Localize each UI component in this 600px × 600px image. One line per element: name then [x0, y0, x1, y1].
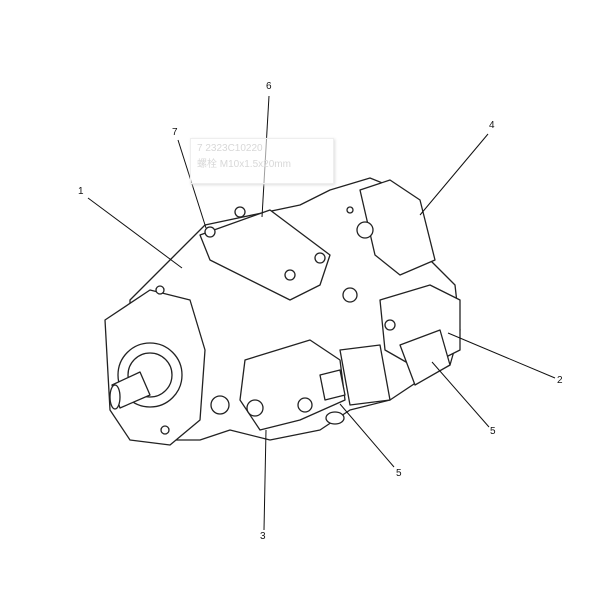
- callout-7[interactable]: 7: [172, 127, 178, 138]
- callout-5a[interactable]: 5: [490, 426, 496, 437]
- callout-5b[interactable]: 5: [396, 468, 402, 479]
- callout-6[interactable]: 6: [266, 81, 272, 92]
- callout-4[interactable]: 4: [489, 120, 495, 131]
- callout-1[interactable]: 1: [78, 186, 84, 197]
- tooltip-part-number: 7 2323C10220: [197, 143, 263, 154]
- callout-3[interactable]: 3: [260, 531, 266, 542]
- callout-2[interactable]: 2: [557, 375, 563, 386]
- tooltip-part-desc: 螺栓 M10x1.5x20mm: [197, 159, 291, 170]
- cover-plate: [199, 209, 331, 301]
- part-tooltip: 7 2323C10220 螺栓 M10x1.5x20mm: [190, 138, 334, 184]
